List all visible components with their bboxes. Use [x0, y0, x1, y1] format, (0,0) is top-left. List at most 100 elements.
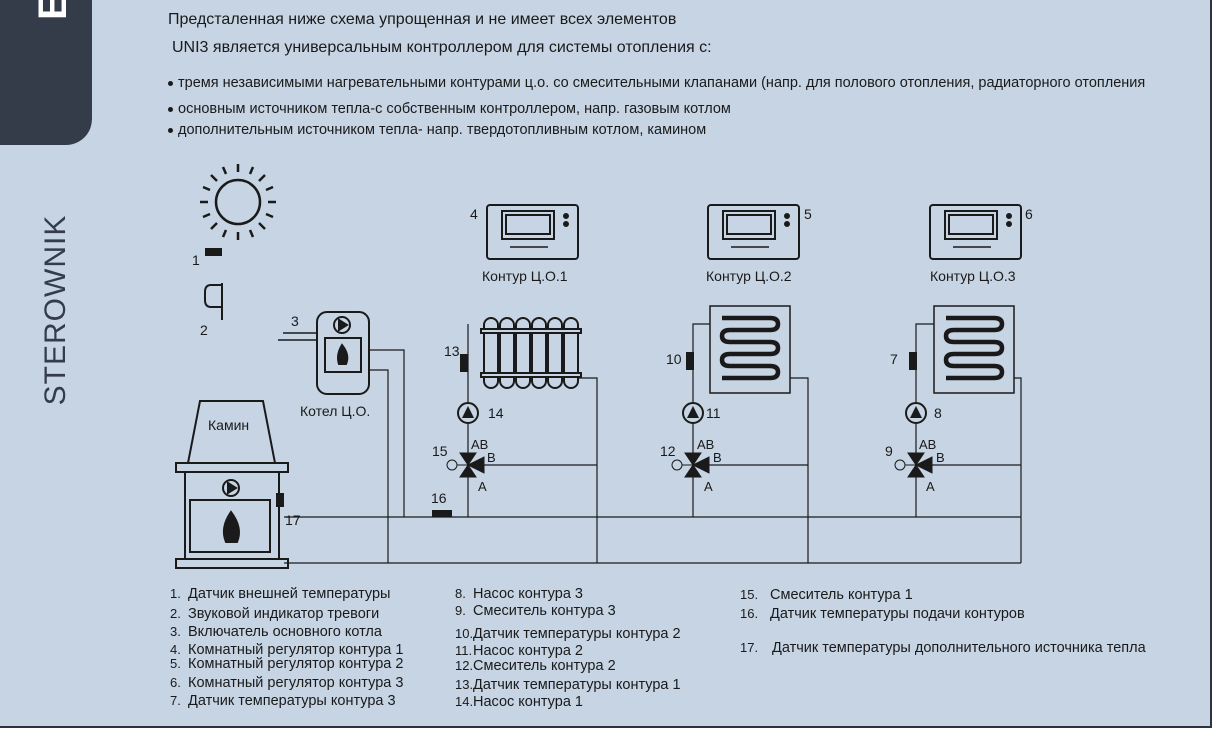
valve-3-port-b: B — [936, 450, 945, 465]
contour-2-label: Контур Ц.О.2 — [706, 268, 792, 284]
legend-num: 5. — [170, 656, 181, 671]
bullet-text: основным источником тепла-с собственным … — [178, 101, 731, 117]
legend-text: Комнатный регулятор контура 2 — [188, 656, 404, 672]
legend-text: Звуковой индикатор тревоги — [188, 606, 380, 622]
legend-item-13: 13.Датчик температуры контура 1 — [455, 677, 681, 693]
legend-num: 6. — [170, 675, 181, 690]
num-1: 1 — [192, 252, 200, 268]
legend-text: Датчик температуры дополнительного источ… — [772, 640, 1146, 656]
valve-3-port-ab: AB — [919, 437, 936, 452]
boiler-switch — [278, 332, 318, 341]
contour-3-label: Контур Ц.О.3 — [930, 268, 1016, 284]
legend-text: Включатель основного котла — [188, 624, 382, 640]
legend-text: Датчик температуры контура 2 — [473, 626, 681, 642]
room-regulator-2 — [707, 204, 800, 260]
legend-item-2: 2. Звуковой индикатор тревоги — [170, 606, 379, 622]
num-5: 5 — [804, 206, 812, 222]
legend-num: 17. — [740, 640, 759, 655]
legend-item-10: 10.Датчик температуры контура 2 — [455, 626, 681, 642]
legend-item-9: 9.Смеситель контура 3 — [455, 603, 616, 619]
legend-item-16: 16.Датчик температуры подачи контуров — [740, 606, 1025, 622]
valve-1-port-a: A — [478, 479, 487, 494]
legend-num: 13. — [455, 677, 474, 692]
legend-num: 3. — [170, 624, 181, 639]
num-2: 2 — [200, 322, 208, 338]
bullet-text: тремя независимыми нагревательными конту… — [178, 75, 1146, 91]
sensor-17 — [276, 493, 284, 507]
legend-item-7: 7.Датчик температуры контура 3 — [170, 693, 396, 709]
legend-item-15: 15. Смеситель контура 1 — [740, 587, 913, 603]
legend-item-14: 14.Насос контура 1 — [455, 694, 583, 710]
legend-text: Комнатный регулятор контура 3 — [188, 675, 404, 691]
num-8: 8 — [934, 405, 942, 421]
legend-num: 4. — [170, 642, 181, 657]
bullet-text: дополнительным источником тепла- напр. т… — [178, 122, 707, 138]
room-regulator-3 — [929, 204, 1022, 260]
num-6: 6 — [1025, 206, 1033, 222]
legend-text: Смеситель контура 3 — [473, 603, 616, 619]
bullet-dot — [168, 80, 173, 86]
legend-num: 11. — [455, 643, 473, 658]
supply-sensor-16 — [432, 510, 452, 517]
bullet-item-2: основным источником тепла-с собственным … — [168, 101, 731, 117]
valve-1-port-ab: AB — [471, 437, 488, 452]
sun-icon — [200, 164, 276, 240]
outdoor-sensor — [205, 248, 222, 256]
legend-item-12: 12.Смеситель контура 2 — [455, 658, 616, 674]
legend-text: Датчик температуры контура 1 — [473, 677, 681, 693]
num-7: 7 — [890, 351, 898, 367]
floor-heating-2-icon — [709, 305, 791, 394]
legend-text: Датчик температуры подачи контуров — [770, 606, 1025, 622]
legend-num: 7. — [170, 693, 181, 708]
bullet-item-3: дополнительным источником тепла- напр. т… — [168, 122, 707, 138]
alarm-icon — [204, 283, 223, 320]
mixing-valve-15-icon — [446, 452, 485, 478]
legend-text: Смеситель контура 1 — [770, 587, 913, 603]
mixing-valve-9-icon — [894, 452, 933, 478]
legend-item-1: 1.Датчик внешней температуры — [170, 586, 390, 602]
valve-1-port-b: B — [487, 450, 496, 465]
num-10: 10 — [666, 351, 682, 367]
num-13: 13 — [444, 343, 460, 359]
num-14: 14 — [488, 405, 504, 421]
legend-text: Смеситель контура 2 — [473, 658, 616, 674]
legend-num: 8. — [455, 586, 466, 601]
pump-8-icon — [905, 402, 927, 424]
main-boiler — [316, 311, 370, 395]
boiler-label: Котел Ц.О. — [300, 403, 370, 419]
legend-text: Насос контура 1 — [473, 694, 583, 710]
pump-14-icon — [457, 402, 479, 424]
num-11: 11 — [706, 405, 721, 421]
num-9: 9 — [885, 443, 893, 459]
legend-item-6: 6. Комнатный регулятор контура 3 — [170, 675, 403, 691]
fireplace-label: Камин — [208, 417, 249, 433]
num-4: 4 — [470, 206, 478, 222]
mixing-valve-12-icon — [671, 452, 710, 478]
legend-text: Комнатный регулятор контура 1 — [188, 642, 404, 658]
legend-num: 15. — [740, 587, 759, 602]
num-12: 12 — [660, 443, 676, 459]
num-16: 16 — [431, 490, 447, 506]
legend-item-17: 17. Датчик температуры дополнительного ис… — [740, 640, 1146, 656]
legend-item-4: 4. Комнатный регулятор контура 1 — [170, 642, 403, 658]
sensor-13 — [460, 354, 468, 372]
room-regulator-1 — [486, 204, 579, 260]
fireplace — [175, 400, 289, 569]
bullet-item-1: тремя независимыми нагревательными конту… — [168, 75, 1188, 91]
valve-3-port-a: A — [926, 479, 935, 494]
legend-num: 14. — [455, 694, 474, 709]
legend-item-3: 3. Включатель основного котла — [170, 624, 382, 640]
sensor-10 — [686, 352, 694, 370]
valve-2-port-a: A — [704, 479, 713, 494]
legend-num: 2. — [170, 606, 181, 621]
legend-num: 12. — [455, 658, 474, 673]
legend-item-5: 5. Комнатный регулятор контура 2 — [170, 656, 403, 672]
intro-line-1: Предсталенная ниже схема упрощенная и не… — [168, 11, 677, 28]
legend-text: Насос контура 2 — [473, 643, 583, 659]
legend-item-8: 8.Насос контура 3 — [455, 586, 583, 602]
valve-2-port-ab: AB — [697, 437, 714, 452]
legend-text: Датчик внешней температуры — [188, 586, 391, 602]
corner-tab: E — [0, 0, 92, 145]
num-17: 17 — [285, 512, 301, 528]
